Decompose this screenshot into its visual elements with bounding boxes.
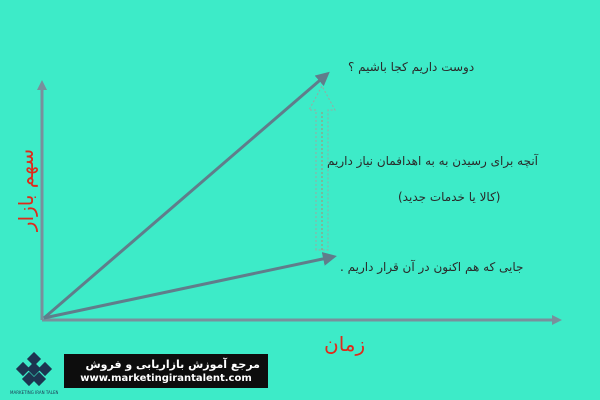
gap-arrow [308, 84, 336, 251]
footer-title: مرجع آموزش بازاریابی و فروش [85, 358, 260, 371]
logo-caption: MARKETING IRAN TALENT [10, 390, 58, 395]
footer-url[interactable]: www.marketingirantalent.com [80, 373, 252, 384]
goal-arrow [43, 71, 330, 320]
footer-banner: مرجع آموزش بازاریابی و فروش www.marketin… [64, 354, 268, 388]
needs-label: آنچه برای رسیدن به به اهدافمان نیاز داری… [327, 154, 539, 168]
current-label: جایی که هم اکنون در آن قرار داریم . [340, 260, 524, 274]
y-axis-label: سهم بازار [14, 148, 38, 232]
x-axis-label: زمان [324, 332, 366, 356]
footer-brand: MARKETING IRAN TALENT مرجع آموزش بازاریا… [10, 352, 268, 396]
current-arrow [43, 252, 337, 320]
logo-icon [15, 352, 53, 387]
product-label: (کالا یا خدمات جدید) [398, 190, 501, 204]
goal-label: دوست داریم کجا باشیم ؟ [348, 60, 475, 74]
